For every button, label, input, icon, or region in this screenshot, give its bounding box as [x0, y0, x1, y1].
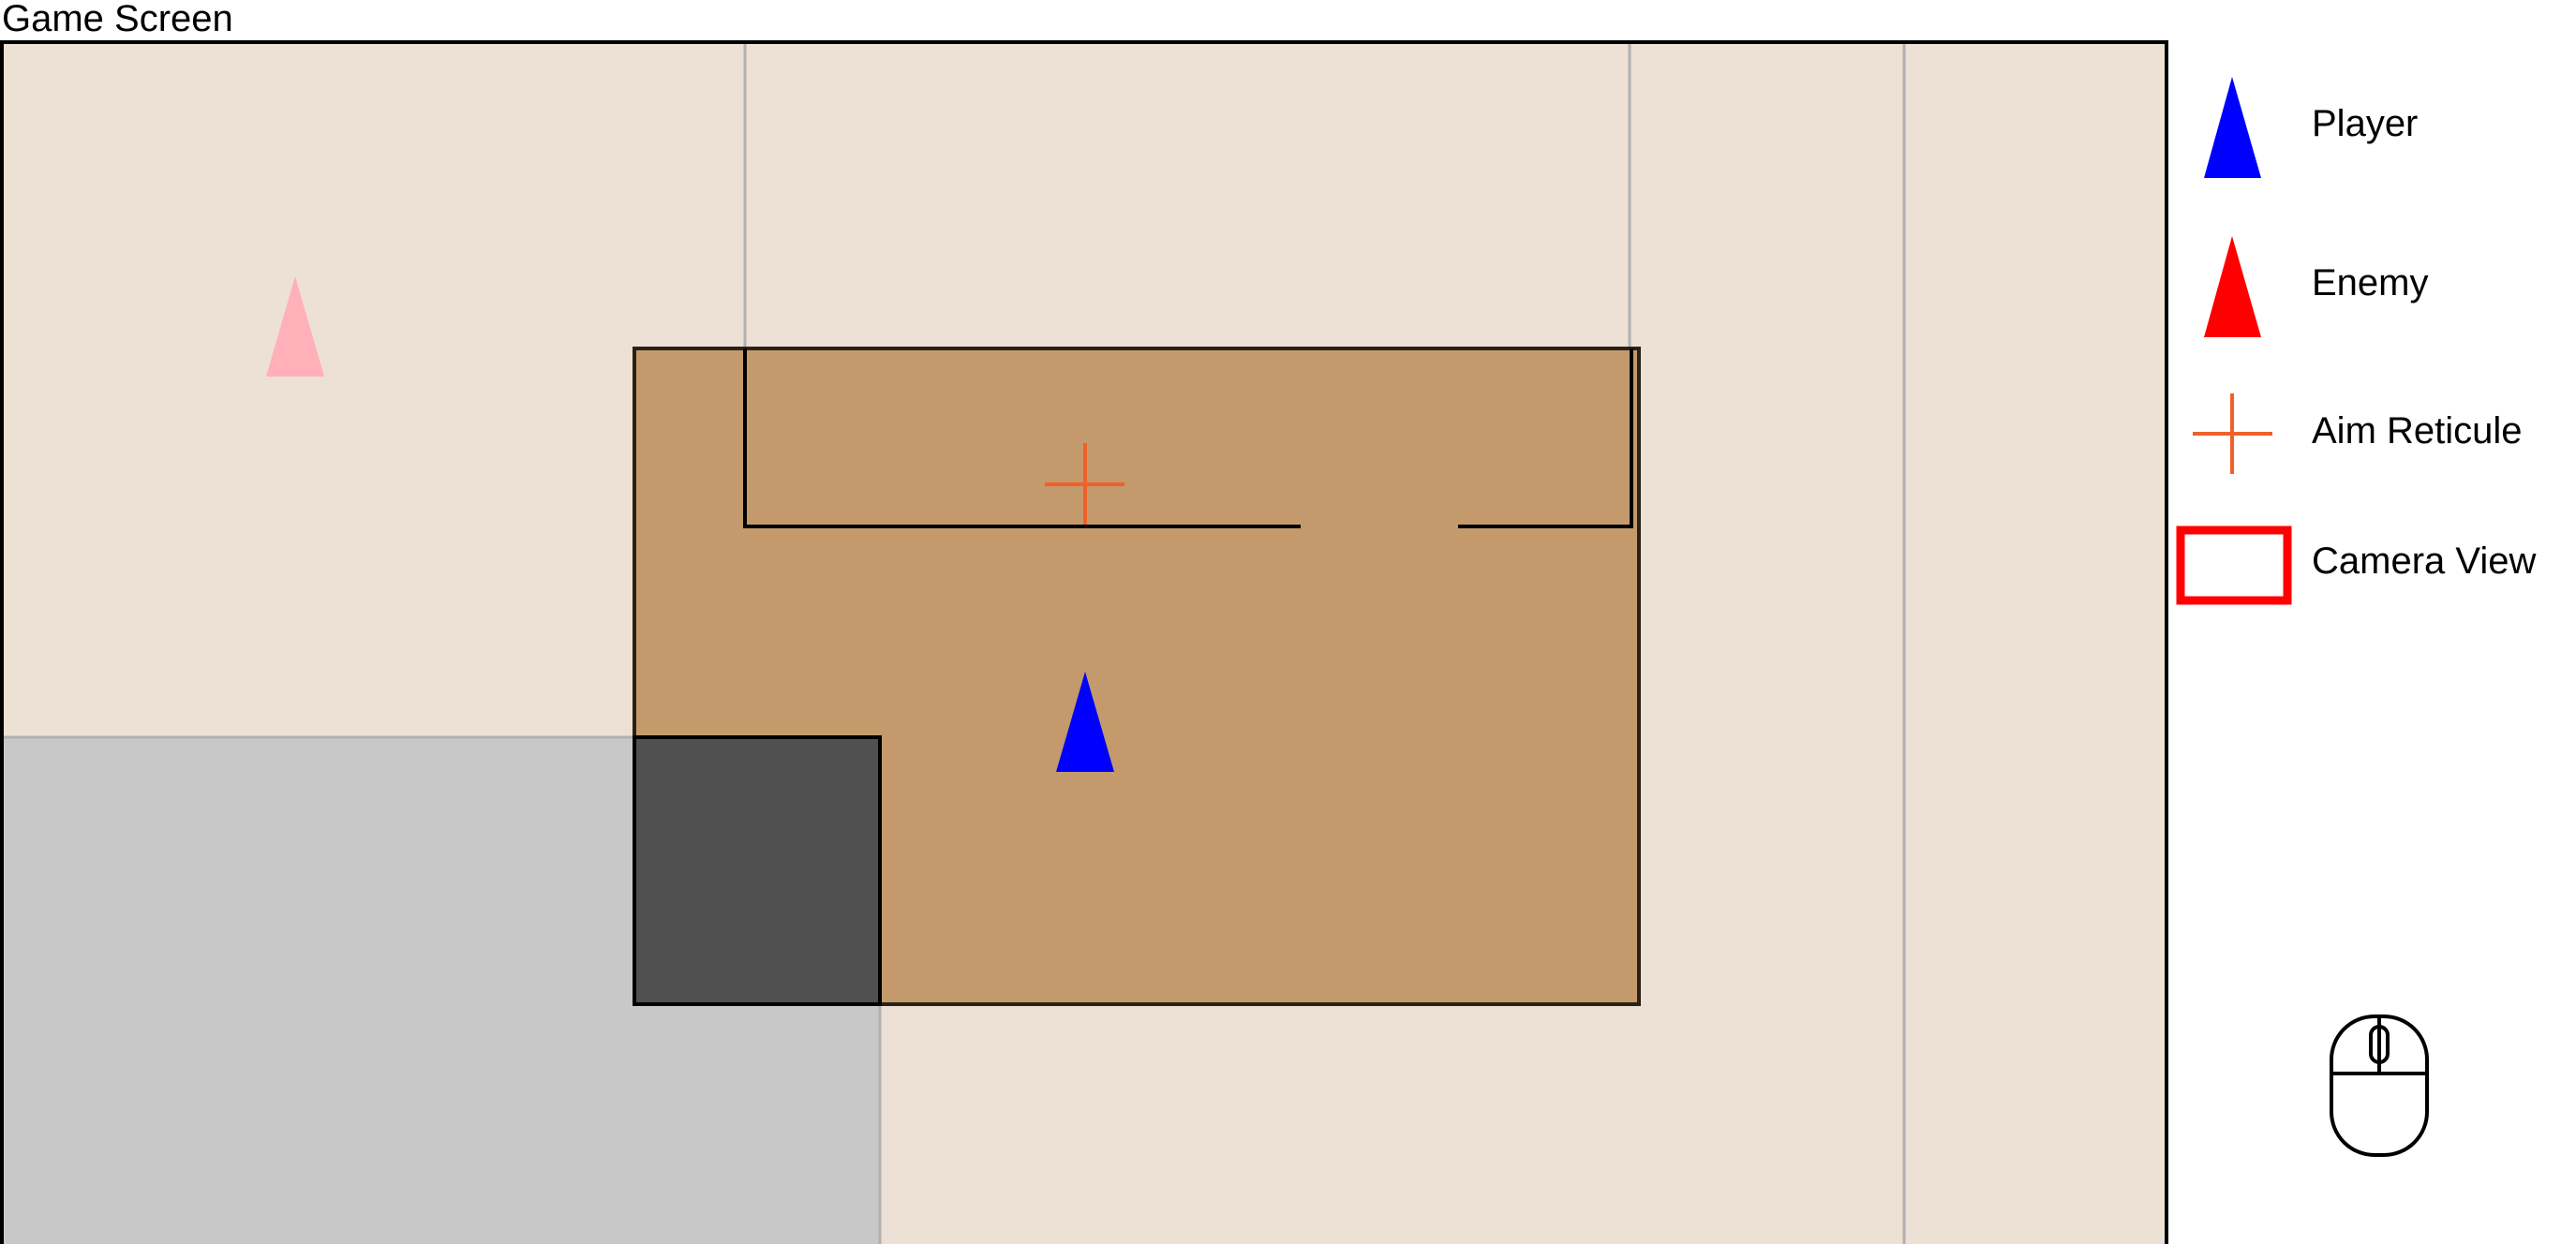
aim-reticule-legend-label: Aim Reticule	[2312, 410, 2523, 452]
enemy-legend-label: Enemy	[2312, 262, 2429, 304]
camera-shadow-overlap	[633, 735, 882, 1006]
game-screen-border	[0, 40, 2168, 1244]
wall-right-segment	[1458, 348, 1633, 528]
legend: Player Enemy Aim Reticule Camera View	[2176, 77, 2536, 605]
camera-view-legend-label: Camera View	[2312, 541, 2536, 582]
enemy-legend-icon	[2204, 236, 2261, 337]
player-legend-icon	[2204, 77, 2261, 178]
enemy-faded-marker	[266, 276, 324, 377]
aim-reticule-legend-icon	[2193, 393, 2272, 474]
aim-reticule-marker	[1045, 443, 1124, 525]
player-marker	[1056, 672, 1114, 772]
camera-view-legend-icon	[2176, 526, 2292, 605]
mouse-icon	[2330, 1014, 2429, 1157]
game-screen-title: Game Screen	[2, 0, 233, 39]
wall-left-segment	[743, 348, 1301, 528]
player-legend-label: Player	[2312, 103, 2418, 144]
